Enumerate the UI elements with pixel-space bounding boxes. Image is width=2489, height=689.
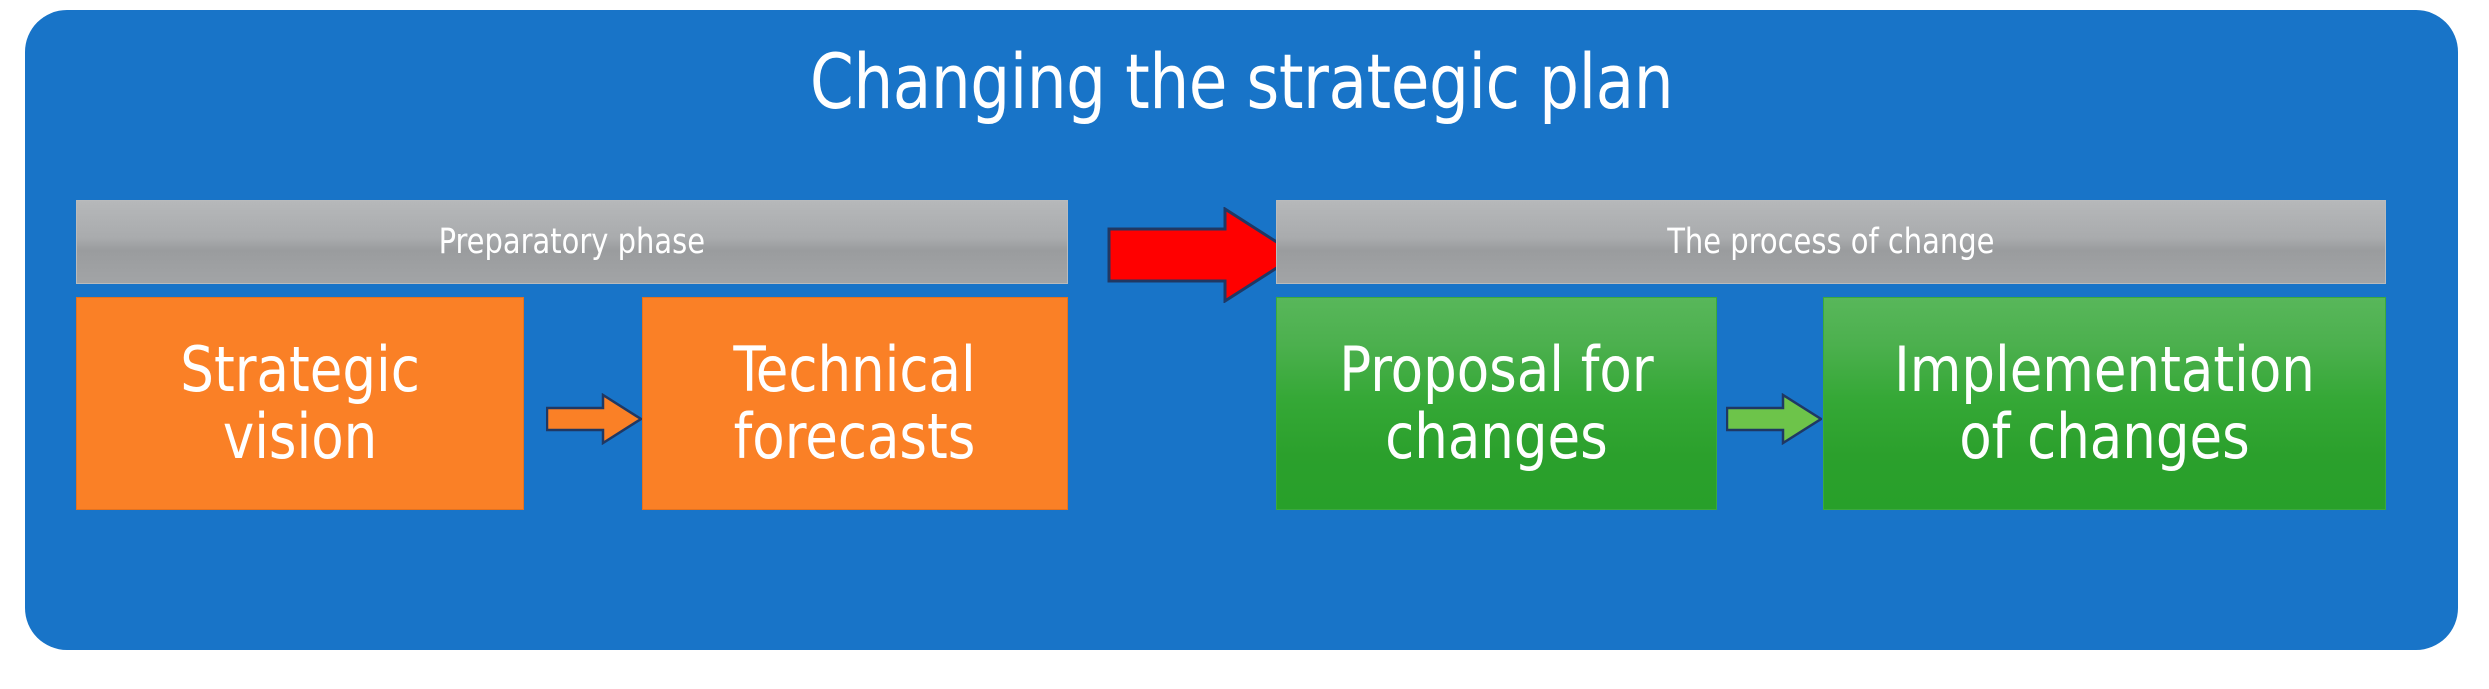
diagram-panel: Changing the strategic plan Preparatory … <box>25 10 2458 650</box>
step-label: Technical forecasts <box>733 332 977 473</box>
step-label: Strategic vision <box>180 332 420 473</box>
phase-header-label: The process of change <box>1667 222 1995 262</box>
step-box-technical-forecasts[interactable]: Technical forecasts <box>642 297 1068 510</box>
phase-header-preparatory: Preparatory phase <box>76 200 1068 284</box>
phase-group-process-of-change: The process of change Proposal for chang… <box>1276 200 2386 510</box>
step-box-implementation-of-changes[interactable]: Implementation of changes <box>1823 297 2386 510</box>
phase-header-process-of-change: The process of change <box>1276 200 2386 284</box>
orange-arrow-icon <box>546 393 642 445</box>
step-box-strategic-vision[interactable]: Strategic vision <box>76 297 524 510</box>
step-label: Proposal for changes <box>1339 332 1654 473</box>
red-arrow-icon <box>1107 207 1299 303</box>
phase-group-preparatory: Preparatory phase Strategic vision Techn… <box>76 200 1068 510</box>
phase-header-label: Preparatory phase <box>438 222 706 262</box>
page-title: Changing the strategic plan <box>809 37 1674 126</box>
step-box-proposal-for-changes[interactable]: Proposal for changes <box>1276 297 1717 510</box>
step-label: Implementation of changes <box>1894 332 2315 473</box>
green-arrow-icon <box>1726 393 1822 445</box>
